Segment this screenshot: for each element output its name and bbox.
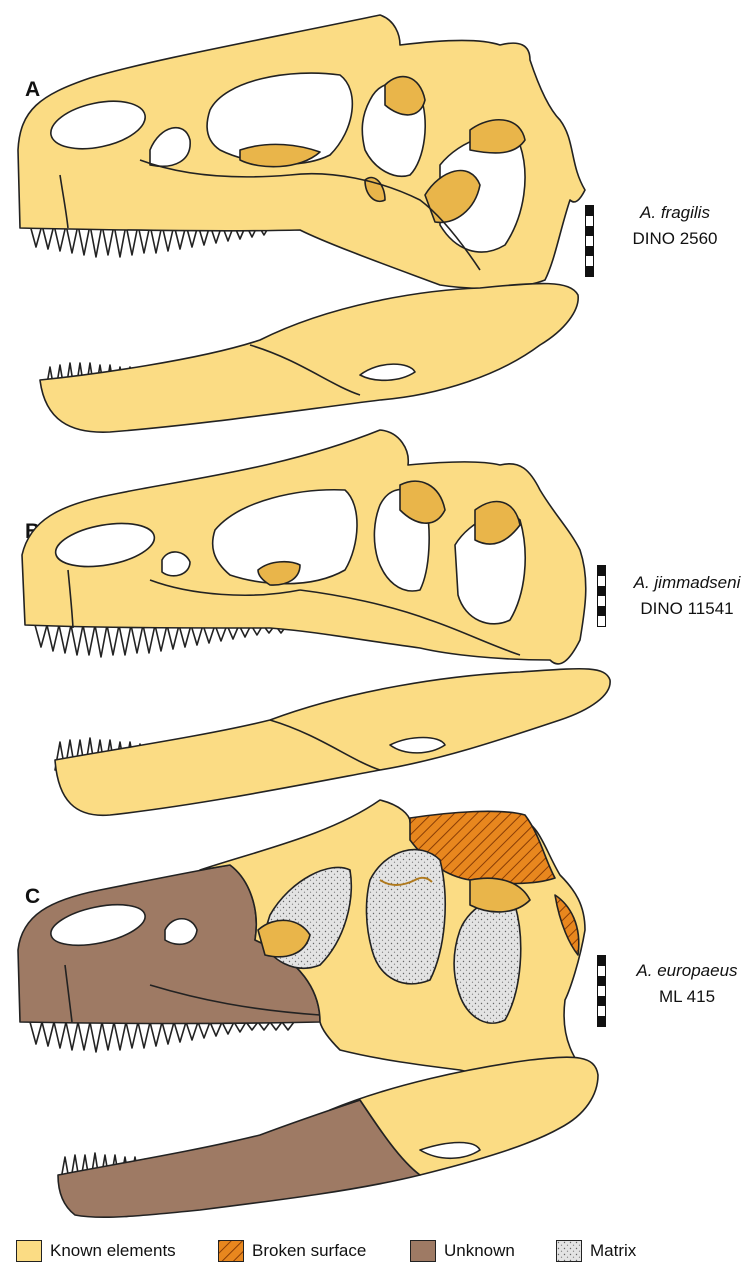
broken-surface-c-2	[554, 894, 580, 956]
scale-bar-a	[585, 205, 594, 277]
skull-illustration-b	[21, 429, 611, 817]
species-name-a: A. fragilis	[640, 203, 710, 222]
legend-item-unknown: Unknown	[410, 1236, 515, 1266]
maxillary-fenestra-c	[164, 917, 198, 946]
broken-surface-c	[409, 810, 556, 885]
scale-bar-c	[597, 955, 606, 1027]
known-swatch	[16, 1240, 42, 1262]
species-name-c: A. europaeus	[636, 961, 738, 980]
skull-illustration-a	[17, 14, 586, 433]
matrix-orbit-c	[365, 848, 446, 985]
panel-label-a: A	[25, 78, 41, 101]
specimen-number-a: DINO 2560	[632, 229, 718, 248]
mandible-known-c	[329, 1056, 599, 1176]
specimen-label-a: A. fragilis DINO 2560	[600, 200, 750, 252]
upper-teeth-b	[34, 624, 288, 658]
specimen-label-b: A. jimmadseni DINO 11541	[612, 570, 755, 622]
legend-item-matrix: Matrix	[556, 1236, 636, 1266]
legend-label-unknown: Unknown	[444, 1241, 515, 1260]
legend-label-broken: Broken surface	[252, 1241, 367, 1260]
unknown-swatch	[410, 1240, 436, 1262]
species-name-b: A. jimmadseni	[633, 573, 741, 592]
skull-illustration-c	[17, 799, 599, 1219]
external-naris-c	[50, 903, 146, 947]
legend-item-known: Known elements	[16, 1236, 176, 1266]
upper-teeth-c	[29, 1021, 295, 1053]
mandible-a	[39, 282, 579, 433]
antorbital-fenestra-a	[206, 72, 354, 165]
specimen-number-b: DINO 11541	[640, 599, 734, 618]
external-naris-b	[54, 522, 156, 568]
legend-label-known: Known elements	[50, 1241, 176, 1260]
legend: Known elements Broken surface Unknown Ma…	[0, 1236, 755, 1270]
antorbital-fenestra-b	[211, 488, 358, 585]
legend-item-broken: Broken surface	[218, 1236, 366, 1266]
mandible-unknown-c	[57, 1099, 421, 1219]
panel-label-c: C	[25, 885, 41, 908]
external-naris-a	[50, 100, 146, 150]
maxillary-fenestra-a	[149, 126, 191, 167]
scale-bar-b	[597, 565, 606, 627]
specimen-label-c: A. europaeus ML 415	[612, 958, 755, 1010]
legend-label-matrix: Matrix	[590, 1241, 637, 1260]
matrix-swatch	[556, 1240, 582, 1262]
maxillary-fenestra-b	[161, 551, 191, 577]
broken-swatch	[218, 1240, 244, 1262]
specimen-number-c: ML 415	[658, 987, 716, 1006]
